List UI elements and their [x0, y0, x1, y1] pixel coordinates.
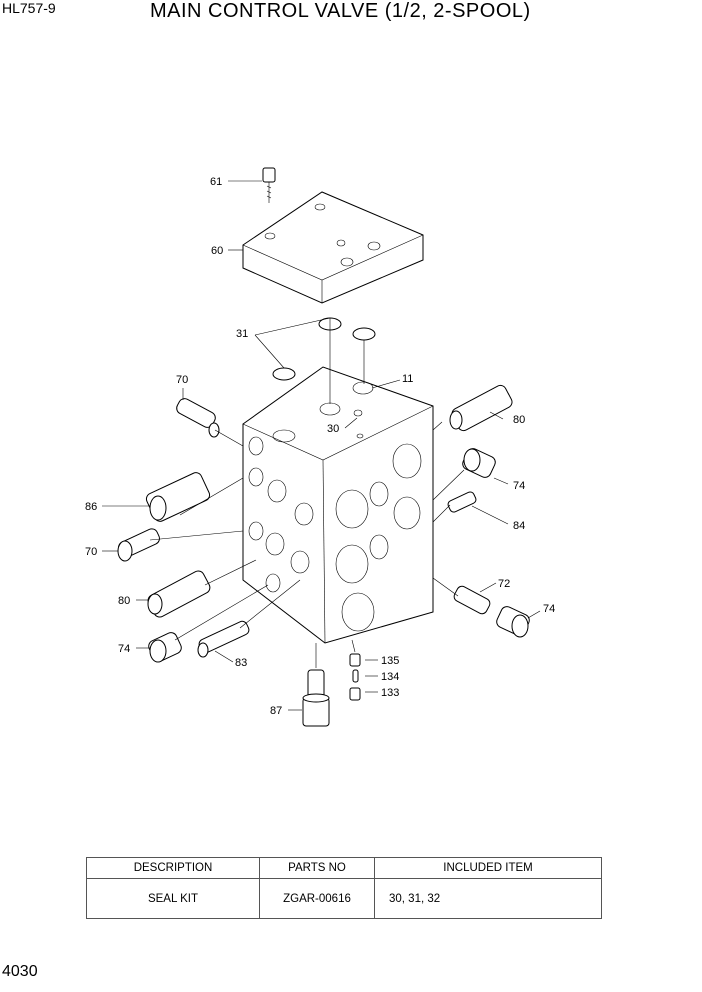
callout-11: 11	[402, 373, 413, 385]
valve-body	[242, 366, 434, 644]
cell-parts-no: ZGAR-00616	[259, 878, 375, 919]
callout-86: 86	[85, 501, 97, 513]
valve-83	[197, 620, 250, 658]
spring-135	[349, 653, 361, 667]
o-ring-31c	[272, 367, 296, 381]
callout-61: 61	[210, 176, 222, 188]
callout-31: 31	[236, 328, 248, 340]
valve-87	[302, 669, 330, 727]
callout-74-left: 74	[118, 643, 130, 655]
cover-plate	[242, 191, 424, 304]
cell-included-item: 30, 31, 32	[374, 878, 602, 919]
plug-74-right-lower	[496, 606, 530, 638]
callout-72: 72	[498, 578, 510, 590]
callout-70-upper: 70	[176, 374, 188, 386]
callout-30: 30	[327, 423, 339, 435]
callout-135: 135	[381, 655, 399, 667]
callout-87: 87	[270, 705, 282, 717]
pin-134	[352, 669, 359, 683]
seal-kit-table: DESCRIPTION PARTS NO INCLUDED ITEM SEAL …	[86, 857, 602, 919]
callout-60: 60	[211, 245, 223, 257]
column-header-parts-no: PARTS NO	[259, 857, 375, 879]
plug-70-upper	[176, 398, 220, 438]
callout-74-right-lower: 74	[543, 603, 555, 615]
plug-133	[349, 687, 361, 701]
callout-133: 133	[381, 687, 399, 699]
model-number: HL757-9	[2, 0, 56, 16]
bolt-61	[262, 167, 276, 203]
valve-80-right	[449, 384, 513, 432]
relief-valve-86	[145, 472, 211, 522]
valve-84	[447, 491, 477, 513]
o-ring-31b	[352, 327, 376, 341]
column-header-description: DESCRIPTION	[86, 857, 260, 879]
callout-80-right: 80	[513, 414, 525, 426]
plug-74-left	[148, 632, 182, 663]
page-title: MAIN CONTROL VALVE (1/2, 2-SPOOL)	[150, 0, 531, 22]
cell-description: SEAL KIT	[86, 878, 260, 919]
callout-70-lower: 70	[85, 546, 97, 558]
table-header-row: DESCRIPTION PARTS NO INCLUDED ITEM	[86, 857, 602, 879]
valve-72	[453, 585, 491, 615]
valve-80-left	[147, 570, 211, 618]
leader-lines	[102, 180, 541, 711]
plug-70-lower	[117, 528, 160, 562]
column-header-included-item: INCLUDED ITEM	[374, 857, 602, 879]
table-row: SEAL KIT ZGAR-00616 30, 31, 32	[86, 878, 602, 919]
callout-84: 84	[513, 520, 525, 532]
plug-74-right-upper	[462, 448, 496, 478]
callout-labels: 61 60 31 70 11 30 80 74 84 86 70 80 72 7…	[85, 176, 555, 717]
callout-80-left: 80	[118, 595, 130, 607]
callout-134: 134	[381, 671, 399, 683]
callout-74-right-upper: 74	[513, 480, 525, 492]
page-number: 4030	[2, 963, 38, 980]
callout-83: 83	[235, 657, 247, 669]
